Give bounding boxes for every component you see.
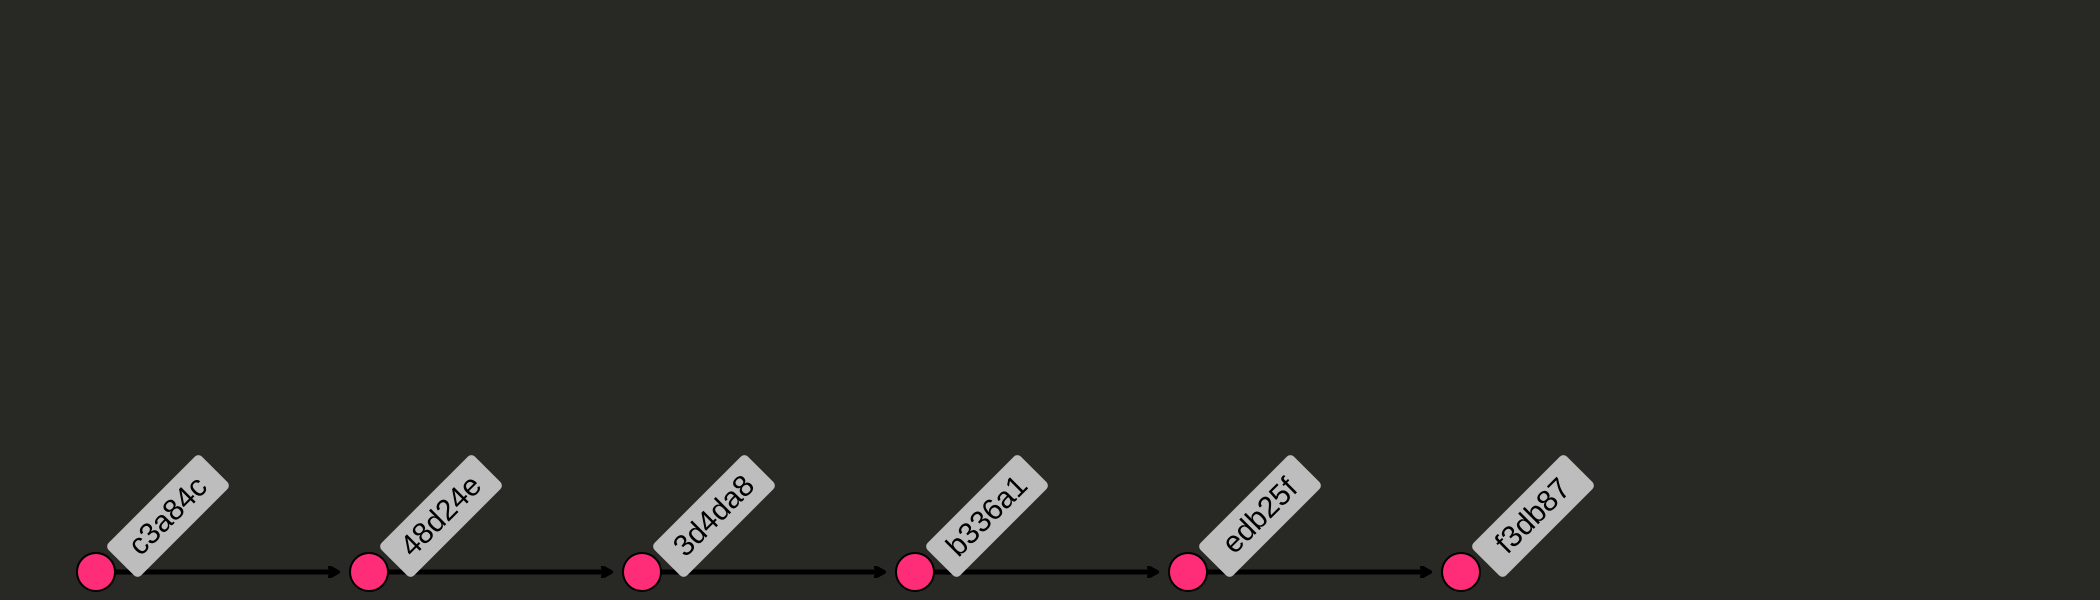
labels-layer: c3a84c 48d24e 3d4da8 b336a1 edb25f f3db87 [107,455,1594,577]
commit-label: f3db87 [1472,455,1594,577]
commit-hash-label: 3d4da8 [667,469,761,563]
commit-hash-label: b336a1 [940,469,1034,563]
commit-label: edb25f [1199,455,1321,577]
commit-label-background [653,455,775,577]
commit-label: 3d4da8 [653,455,775,577]
commit-node[interactable] [76,552,116,592]
commit-node[interactable] [622,552,662,592]
commit-label: b336a1 [926,455,1048,577]
commit-node[interactable] [349,552,389,592]
commit-label-background [1472,455,1594,577]
commit-label: c3a84c [107,455,229,577]
commit-node[interactable] [1441,552,1481,592]
commit-label-background [107,455,229,577]
commit-label-background [1199,455,1321,577]
nodes-layer [76,552,1481,592]
commit-hash-label: 48d24e [394,469,488,563]
commit-label: 48d24e [380,455,502,577]
commit-node[interactable] [895,552,935,592]
commit-label-background [380,455,502,577]
commit-node[interactable] [1168,552,1208,592]
commit-label-background [926,455,1048,577]
